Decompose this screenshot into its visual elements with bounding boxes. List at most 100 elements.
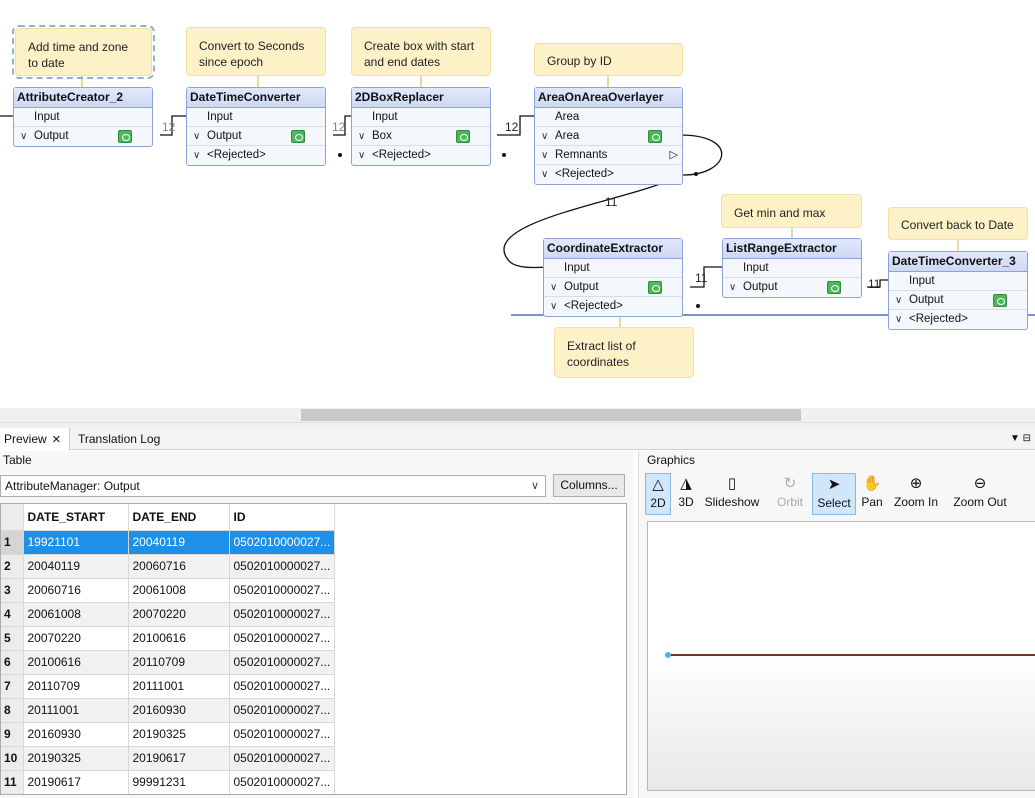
table-cell[interactable]: 0502010000027... — [229, 674, 336, 699]
chevron-down-icon[interactable]: ∨ — [358, 131, 366, 142]
annotation-group-by-id[interactable]: Group by ID — [534, 43, 683, 76]
input-port[interactable]: Input — [544, 259, 682, 278]
table-cell[interactable]: 20160930 — [128, 698, 230, 723]
rejected-port[interactable]: ∨<Rejected> — [889, 310, 1027, 329]
table-cell[interactable]: 20060716 — [128, 554, 230, 579]
row-number[interactable]: 7 — [1, 674, 24, 699]
slideshow-button[interactable]: ▯Slideshow — [704, 475, 760, 509]
output-port[interactable]: ∨Output — [723, 278, 861, 297]
columns-button[interactable]: Columns... — [553, 474, 625, 497]
table-cell[interactable]: 0502010000027... — [229, 626, 336, 651]
chevron-down-icon[interactable]: ∨ — [530, 480, 539, 492]
table-cell[interactable]: 20190325 — [23, 746, 129, 771]
table-cell[interactable]: 0502010000027... — [229, 578, 336, 603]
annotation-convert-seconds[interactable]: Convert to Seconds since epoch — [186, 27, 326, 76]
input-port[interactable]: Input — [723, 259, 861, 278]
tab-translation-log[interactable]: Translation Log — [74, 428, 164, 450]
transformer-datetimeconverter-3[interactable]: DateTimeConverter_3 Input ∨Output ∨<Reje… — [888, 251, 1028, 330]
orbit-button[interactable]: ↻Orbit — [773, 473, 807, 515]
chevron-down-icon[interactable]: ∨ — [193, 150, 201, 161]
table-cell[interactable]: 20060716 — [23, 578, 129, 603]
chevron-down-icon[interactable]: ∨ — [358, 150, 366, 161]
table-cell[interactable]: 20111001 — [128, 674, 230, 699]
chevron-down-icon[interactable]: ∨ — [541, 150, 549, 161]
column-header[interactable]: DATE_END — [128, 504, 230, 531]
input-port[interactable]: Input — [889, 272, 1027, 291]
annotation-add-time[interactable]: Add time and zone to date — [12, 25, 155, 79]
pane-splitter[interactable] — [0, 422, 1035, 428]
table-cell[interactable]: 20111001 — [23, 698, 129, 723]
rejected-port[interactable]: ∨<Rejected> — [544, 297, 682, 316]
row-number[interactable]: 1 — [1, 530, 24, 555]
column-header[interactable]: ID — [229, 504, 336, 531]
output-port[interactable]: ∨Output — [889, 291, 1027, 310]
table-cell[interactable]: 20110709 — [128, 650, 230, 675]
panel-menu-controls[interactable]: ▼ ⊟ — [1009, 433, 1031, 444]
transformer-areaonareaoverlayer[interactable]: AreaOnAreaOverlayer Area ∨Area ∨Remnants… — [534, 87, 683, 185]
table-cell[interactable]: 0502010000027... — [229, 722, 336, 747]
chevron-down-icon[interactable]: ∨ — [550, 282, 558, 293]
table-cell[interactable]: 0502010000027... — [229, 746, 336, 771]
zoom-in-button[interactable]: ⊕Zoom In — [891, 473, 941, 515]
table-cell[interactable]: 19921101 — [23, 530, 129, 555]
table-cell[interactable]: 20061008 — [23, 602, 129, 627]
inspect-eye-icon[interactable] — [118, 130, 132, 143]
chevron-down-icon[interactable]: ∨ — [541, 169, 549, 180]
table-cell[interactable]: 20040119 — [23, 554, 129, 579]
table-cell[interactable]: 20100616 — [128, 626, 230, 651]
output-port[interactable]: ∨Output — [187, 127, 325, 146]
view-2d-button[interactable]: △2D — [645, 473, 671, 515]
row-number[interactable]: 10 — [1, 746, 24, 771]
tab-preview[interactable]: Preview✕ — [0, 428, 70, 450]
annotation-convert-back[interactable]: Convert back to Date — [888, 207, 1028, 240]
row-number[interactable]: 8 — [1, 698, 24, 723]
inspect-eye-icon[interactable] — [648, 281, 662, 294]
table-cell[interactable]: 20190617 — [23, 770, 129, 794]
source-select[interactable]: AttributeManager: Output ∨ — [0, 475, 546, 497]
chevron-down-icon[interactable]: ∨ — [193, 131, 201, 142]
view-3d-button[interactable]: ◮3D — [673, 473, 699, 515]
table-cell[interactable]: 20190617 — [128, 746, 230, 771]
table-cell[interactable]: 20190325 — [128, 722, 230, 747]
annotation-create-box[interactable]: Create box with start and end dates — [351, 27, 491, 76]
chevron-down-icon[interactable]: ∨ — [541, 131, 549, 142]
chevron-down-icon[interactable]: ∨ — [550, 301, 558, 312]
zoom-out-button[interactable]: ⊖Zoom Out — [950, 473, 1010, 515]
table-cell[interactable]: 20110709 — [23, 674, 129, 699]
scrollbar-thumb[interactable] — [301, 409, 801, 421]
row-number[interactable]: 9 — [1, 722, 24, 747]
pan-button[interactable]: ✋Pan — [858, 473, 886, 515]
row-number[interactable]: 4 — [1, 602, 24, 627]
table-cell[interactable]: 99991231 — [128, 770, 230, 794]
input-port[interactable]: Input — [14, 108, 152, 127]
chevron-down-icon[interactable]: ∨ — [729, 282, 737, 293]
input-port[interactable]: Area — [535, 108, 682, 127]
row-number[interactable]: 2 — [1, 554, 24, 579]
canvas-horizontal-scrollbar[interactable] — [0, 408, 1035, 422]
inspect-eye-icon[interactable] — [993, 294, 1007, 307]
chevron-down-icon[interactable]: ∨ — [895, 295, 903, 306]
chevron-down-icon[interactable]: ∨ — [895, 314, 903, 325]
rejected-port[interactable]: ∨<Rejected> — [535, 165, 682, 184]
remnants-port[interactable]: ∨Remnants▷ — [535, 146, 682, 165]
chevron-down-icon[interactable]: ∨ — [20, 131, 28, 142]
geometry-vertex[interactable] — [665, 652, 671, 658]
table-cell[interactable]: 20070220 — [23, 626, 129, 651]
table-cell[interactable]: 0502010000027... — [229, 698, 336, 723]
output-port[interactable]: ∨Output — [544, 278, 682, 297]
table-cell[interactable]: 0502010000027... — [229, 602, 336, 627]
table-cell[interactable]: 0502010000027... — [229, 530, 336, 555]
row-number[interactable]: 6 — [1, 650, 24, 675]
input-port[interactable]: Input — [187, 108, 325, 127]
transformer-2dboxreplacer[interactable]: 2DBoxReplacer Input ∨Box ∨<Rejected> — [351, 87, 491, 166]
output-port[interactable]: ∨Area — [535, 127, 682, 146]
annotation-extract-list[interactable]: Extract list of coordinates — [554, 327, 694, 378]
